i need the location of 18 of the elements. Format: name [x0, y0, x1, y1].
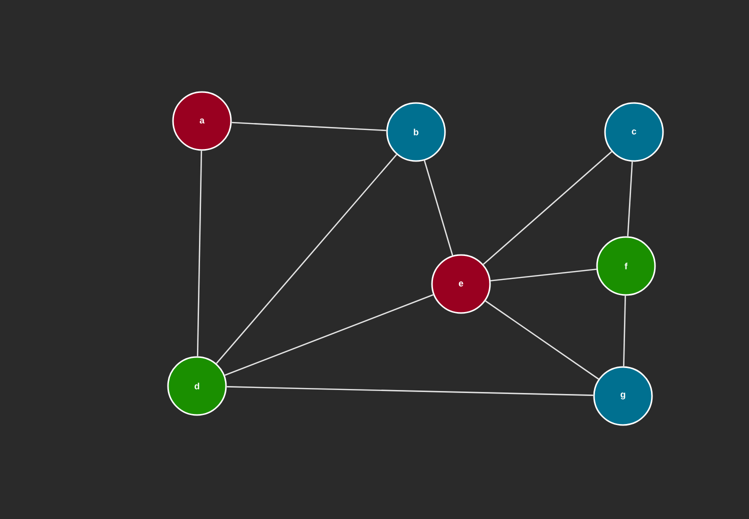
connector-line	[216, 154, 398, 364]
connector-line	[424, 160, 454, 256]
graph-node: f	[596, 236, 656, 296]
graph-node: a	[172, 91, 232, 151]
graph-node: d	[167, 356, 227, 416]
connector-line	[226, 386, 594, 396]
connector-line	[485, 300, 599, 380]
graph-node: b	[386, 102, 446, 162]
connector-line	[623, 296, 626, 366]
connector-line	[196, 150, 202, 356]
graph-node: e	[431, 254, 491, 314]
connector-line	[482, 151, 612, 265]
connector-line	[490, 268, 596, 282]
connector-line	[627, 162, 633, 236]
connector-line	[224, 294, 434, 376]
graph-node: g	[593, 366, 653, 426]
graph-node: c	[604, 102, 664, 162]
connector-line	[232, 122, 386, 132]
